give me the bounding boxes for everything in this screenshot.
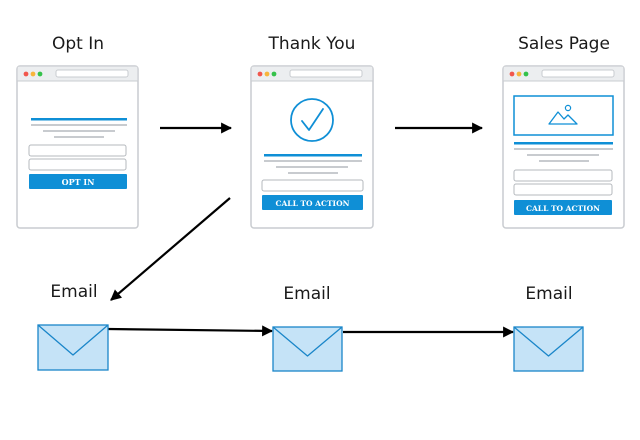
opt-in-button <box>29 174 127 189</box>
window-minimize-dot <box>516 71 522 77</box>
sales-input-field-2 <box>513 183 613 196</box>
page-title-sales-page: Sales Page <box>518 34 610 54</box>
envelope-icon <box>37 324 109 371</box>
sales-page-mockup: CALL TO ACTION <box>502 65 625 229</box>
window-close-dot <box>23 71 29 77</box>
window-maximize-dot <box>271 71 277 77</box>
opt-in-email-field <box>28 158 127 171</box>
image-placeholder-icon <box>513 95 614 136</box>
address-bar <box>289 69 363 78</box>
thank-you-cta-button <box>262 195 363 210</box>
address-bar <box>541 69 615 78</box>
thank-you-page-mockup: CALL TO ACTION <box>250 65 374 229</box>
window-maximize-dot <box>523 71 529 77</box>
sales-cta-button <box>514 200 612 215</box>
window-minimize-dot <box>264 71 270 77</box>
address-bar <box>55 69 129 78</box>
window-close-dot <box>509 71 515 77</box>
email-label-3: Email <box>525 284 572 304</box>
email-label-2: Email <box>283 284 330 304</box>
window-minimize-dot <box>30 71 36 77</box>
page-title-opt-in: Opt In <box>52 34 104 54</box>
email-label-1: Email <box>50 282 97 302</box>
checkmark-circle-icon <box>290 98 334 142</box>
page-title-thank-you: Thank You <box>268 34 356 54</box>
window-maximize-dot <box>37 71 43 77</box>
arrow-thank-you-to-email-1 <box>110 197 231 301</box>
arrow-email-1-to-email-2 <box>107 325 274 337</box>
sales-input-field-1 <box>513 169 613 182</box>
envelope-icon <box>272 326 343 372</box>
opt-in-button-label: OPT IN <box>62 177 95 187</box>
thank-you-cta-label: CALL TO ACTION <box>276 199 350 208</box>
sales-cta-label: CALL TO ACTION <box>526 204 600 213</box>
thank-you-input-field <box>261 179 364 192</box>
opt-in-page-mockup: OPT IN <box>16 65 139 229</box>
envelope-icon <box>513 326 584 372</box>
opt-in-name-field <box>28 144 127 157</box>
window-close-dot <box>257 71 263 77</box>
